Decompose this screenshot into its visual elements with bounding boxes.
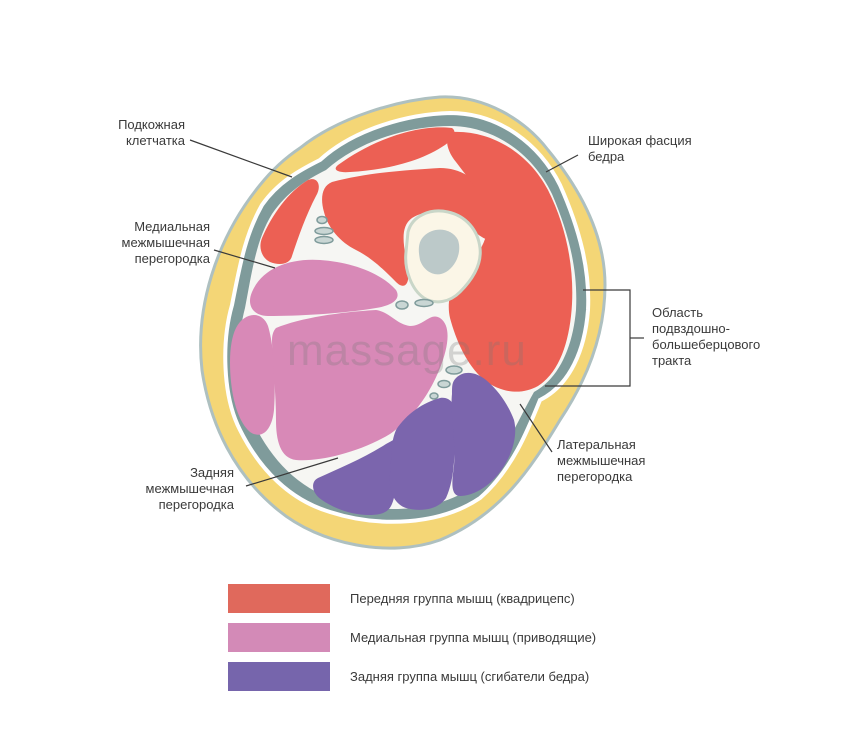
medial-muscle-small xyxy=(230,314,275,435)
anterior-muscle-vastus-intermedius xyxy=(322,168,502,286)
medial-muscle-upper xyxy=(249,259,398,316)
leader-lateral-septum xyxy=(519,403,553,453)
leader-lines xyxy=(189,139,644,487)
posterior-muscle-medial xyxy=(313,433,417,516)
label-iliotibial-tract-area: Область подвздошно- большеберцового трак… xyxy=(652,305,761,368)
legend-swatch-posterior xyxy=(228,662,330,691)
posterior-muscle-middle xyxy=(389,397,457,510)
watermark: massage.ru xyxy=(287,326,527,375)
leader-fascia-lata xyxy=(545,154,579,173)
label-posterior-intermuscular-septum: Задняя межмышечная перегородка xyxy=(145,465,234,512)
legend-label-posterior: Задняя группа мышц (сгибатели бедра) xyxy=(350,669,590,684)
leader-posterior-septum xyxy=(245,457,339,487)
anterior-muscle-rectus-femoris xyxy=(335,127,455,173)
legend-label-anterior: Передняя группа мышц (квадрицепс) xyxy=(350,591,575,606)
legend-swatch-anterior xyxy=(228,584,330,613)
leader-medial-septum xyxy=(213,249,276,269)
anterior-muscle-vastus-lateralis xyxy=(447,131,573,392)
label-medial-intermuscular-septum: Медиальная межмышечная перегородка xyxy=(121,219,210,266)
legend-swatch-medial xyxy=(228,623,330,652)
label-lateral-intermuscular-septum: Латеральная межмышечная перегородка xyxy=(557,437,646,484)
neurovascular-bundle-anterior xyxy=(314,215,334,245)
leader-subcutaneous xyxy=(189,139,293,178)
neurovascular-bundle-medial xyxy=(395,298,434,310)
anterior-muscle-medial-part xyxy=(260,179,319,264)
legend-label-medial: Медиальная группа мышц (приводящие) xyxy=(350,630,597,645)
posterior-muscle-lateral xyxy=(451,372,516,496)
femur-marrow xyxy=(418,229,460,275)
neurovascular-bundle-posterior xyxy=(429,365,463,400)
label-fascia-lata: Широкая фасция бедра xyxy=(588,133,692,164)
label-subcutaneous-tissue: Подкожная клетчатка xyxy=(118,117,185,148)
